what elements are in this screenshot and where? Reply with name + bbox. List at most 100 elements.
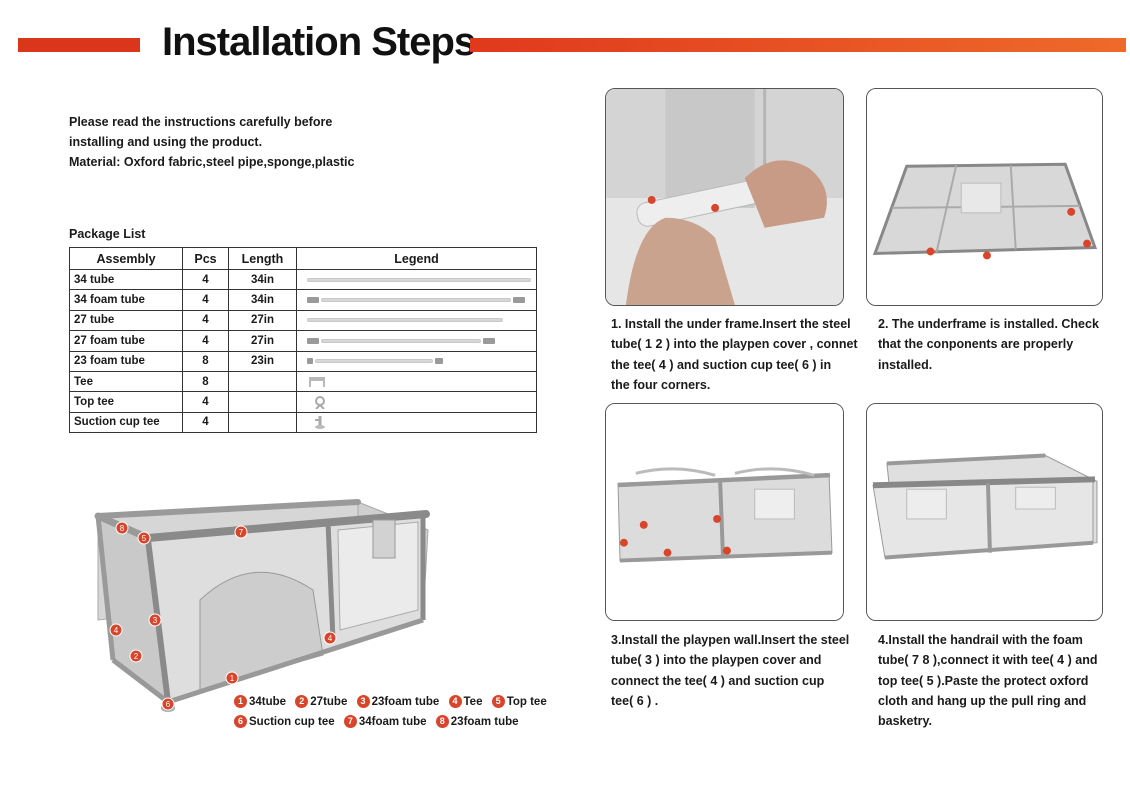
caption-line: cloth and hang up the pull ring and: [878, 693, 1087, 708]
caption-line: tee( 6 ) .: [611, 693, 659, 708]
cell-pcs: 8: [182, 350, 229, 372]
caption-line: basketry.: [878, 714, 932, 729]
caption-line: tube( 3 ) into the playpen cover and: [611, 653, 822, 668]
table-row: 27 foam tube 4 27in: [69, 330, 537, 352]
cell-length: [228, 370, 297, 393]
top-tee-icon: [301, 395, 531, 410]
svg-text:8: 8: [120, 524, 125, 533]
caption-line: connect the tee( 4 ) and suction cup: [611, 673, 825, 688]
header-length: Length: [228, 247, 297, 270]
svg-text:5: 5: [142, 534, 147, 543]
cell-pcs: 4: [182, 391, 229, 413]
intro-line: Material: Oxford fabric,steel pipe,spong…: [69, 155, 355, 169]
tube-medium-icon: [301, 313, 531, 327]
parts-legend-item: 23foam tube: [371, 695, 440, 708]
marker-icon: 8: [435, 715, 449, 728]
step-1-caption: 1. Install the under frame.Insert the st…: [611, 314, 858, 395]
cell-pcs: 4: [182, 411, 229, 434]
table-row: 34 foam tube 4 34in: [69, 289, 537, 311]
cell-pcs: 4: [182, 289, 229, 311]
marker-icon: 2: [295, 695, 309, 708]
step-2-caption: 2. The underframe is installed. Check th…: [878, 314, 1099, 375]
table-row: 34 tube 4 34in: [69, 268, 537, 291]
cell-legend: [296, 330, 537, 352]
foam-tube-long-icon: [301, 293, 531, 307]
cell-legend: [296, 391, 537, 413]
caption-line: that the conponents are properly: [878, 337, 1074, 352]
cell-assembly: Suction cup tee: [69, 411, 183, 434]
cell-legend: [296, 370, 537, 393]
caption-line: 2. The underframe is installed. Check: [878, 317, 1099, 331]
svg-text:4: 4: [328, 634, 333, 643]
header-pcs: Pcs: [182, 247, 229, 270]
cell-length: [228, 411, 297, 434]
cell-legend: [296, 309, 537, 332]
intro-line: installing and using the product.: [69, 135, 263, 149]
intro-text: Please read the instructions carefully b…: [69, 112, 389, 172]
parts-legend-item: 34foam tube: [358, 715, 427, 728]
table-row: Tee 8: [69, 370, 537, 393]
step-4-photo: [866, 403, 1103, 621]
table-header-row: Assembly Pcs Length Legend: [69, 247, 537, 270]
marker-icon: 4: [448, 695, 462, 708]
caption-line: 4.Install the handrail with the foam: [878, 633, 1083, 647]
caption-line: the four corners.: [611, 377, 711, 392]
marker-icon: 3: [356, 695, 370, 708]
foam-tube-medium-icon: [301, 334, 531, 348]
step-3-caption: 3.Install the playpen wall.Insert the st…: [611, 630, 849, 711]
cell-legend: [296, 350, 537, 372]
cell-assembly: 34 foam tube: [69, 289, 183, 311]
caption-line: tube( 7 8 ),connect it with tee( 4 ) and: [878, 653, 1098, 668]
marker-icon: 5: [491, 695, 505, 708]
header-assembly: Assembly: [69, 247, 183, 270]
parts-legend-item: 34tube: [249, 695, 287, 708]
parts-legend-item: 27tube: [310, 695, 348, 708]
caption-line: the tee( 4 ) and suction cup tee( 6 ) in: [611, 357, 832, 372]
package-table: Assembly Pcs Length Legend 34 tube 4 34i…: [69, 247, 537, 434]
cell-assembly: 23 foam tube: [69, 350, 183, 372]
step-2-photo: [866, 88, 1103, 306]
svg-text:3: 3: [153, 616, 158, 625]
marker-icon: 7: [343, 715, 357, 728]
foam-tube-short-icon: [301, 354, 531, 368]
cell-length: 34in: [228, 289, 297, 311]
header-accent-bar-left: [18, 38, 140, 52]
cell-length: 23in: [228, 350, 297, 372]
svg-text:1: 1: [230, 674, 235, 683]
caption-line: top tee( 5 ).Paste the protect oxford: [878, 673, 1089, 688]
caption-line: installed.: [878, 357, 933, 372]
cell-pcs: 8: [182, 370, 229, 393]
tee-icon: [301, 375, 531, 389]
caption-line: 1. Install the under frame.Insert the st…: [611, 317, 851, 331]
cell-legend: [296, 268, 537, 291]
cell-assembly: 27 tube: [69, 309, 183, 332]
cell-legend: [296, 289, 537, 311]
cell-pcs: 4: [182, 309, 229, 332]
page-title: Installation Steps: [162, 20, 476, 64]
cell-length: [228, 391, 297, 413]
marker-icon: 1: [234, 695, 247, 708]
table-row: Top tee 4: [69, 391, 537, 413]
cell-length: 34in: [228, 268, 297, 291]
header-accent-bar-right: [470, 38, 1126, 52]
cell-assembly: 27 foam tube: [69, 330, 183, 352]
caption-line: tube( 1 2 ) into the playpen cover , con…: [611, 337, 858, 352]
cell-length: 27in: [228, 309, 297, 332]
cell-assembly: Tee: [69, 370, 183, 393]
svg-text:4: 4: [114, 626, 119, 635]
parts-legend-item: 23foam tube: [450, 715, 519, 728]
step-4-caption: 4.Install the handrail with the foam tub…: [878, 630, 1097, 731]
step-1-photo: [605, 88, 844, 306]
tube-long-icon: [301, 273, 531, 287]
svg-text:2: 2: [134, 652, 139, 661]
cell-assembly: Top tee: [69, 391, 183, 413]
cell-length: 27in: [228, 330, 297, 352]
parts-legend-item: Top tee: [506, 695, 547, 708]
intro-line: Please read the instructions carefully b…: [69, 115, 333, 129]
cell-pcs: 4: [182, 268, 229, 291]
parts-legend-item: Suction cup tee: [249, 715, 335, 728]
cell-legend: [296, 411, 537, 434]
